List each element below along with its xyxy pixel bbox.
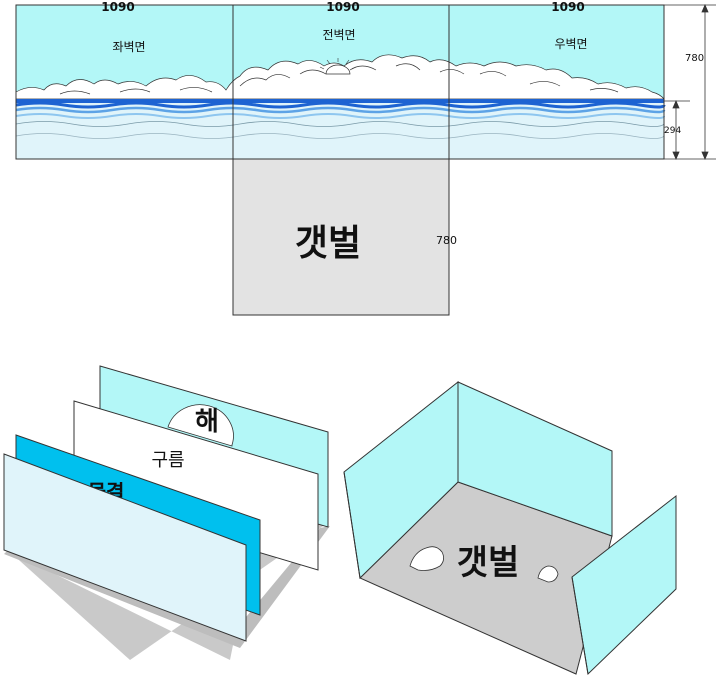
height-dimension xyxy=(664,3,716,161)
floor-label: 갯벌 xyxy=(295,223,361,264)
rock-icon xyxy=(409,546,444,571)
cloud-band xyxy=(15,54,665,100)
box-model: 갯벌 xyxy=(343,380,677,676)
sea-horizon xyxy=(16,99,664,103)
sun-icon xyxy=(167,404,234,447)
sea-panel xyxy=(3,453,247,642)
rock-icon-small xyxy=(537,565,559,583)
sun-small-icon xyxy=(325,64,351,75)
wall-name-front: 전벽면 xyxy=(322,28,355,42)
cloud-label: 구름 xyxy=(151,450,184,471)
floor-panel xyxy=(232,158,450,316)
wall-name-right: 우벽면 xyxy=(554,37,587,51)
wall-right-panel xyxy=(448,4,665,160)
box-floor-label: 갯벌 xyxy=(457,543,520,583)
floor-dimension-label: 780 xyxy=(436,234,457,247)
wall-plan: 1090 1090 1090 좌벽면 전벽면 우벽면 780 294 갯벌 78… xyxy=(15,0,716,316)
sea-dimension-label: 294 xyxy=(664,126,681,136)
width-label-front: 1090 xyxy=(326,0,359,14)
wave-lines xyxy=(15,101,666,139)
sun-label: 해 xyxy=(195,407,219,437)
wall-name-left: 좌벽면 xyxy=(112,40,145,54)
width-label-left: 1090 xyxy=(101,0,134,14)
layers-model: 해 구름 물결 xyxy=(3,365,330,660)
height-dimension-label: 780 xyxy=(685,53,704,64)
width-label-right: 1090 xyxy=(551,0,584,14)
